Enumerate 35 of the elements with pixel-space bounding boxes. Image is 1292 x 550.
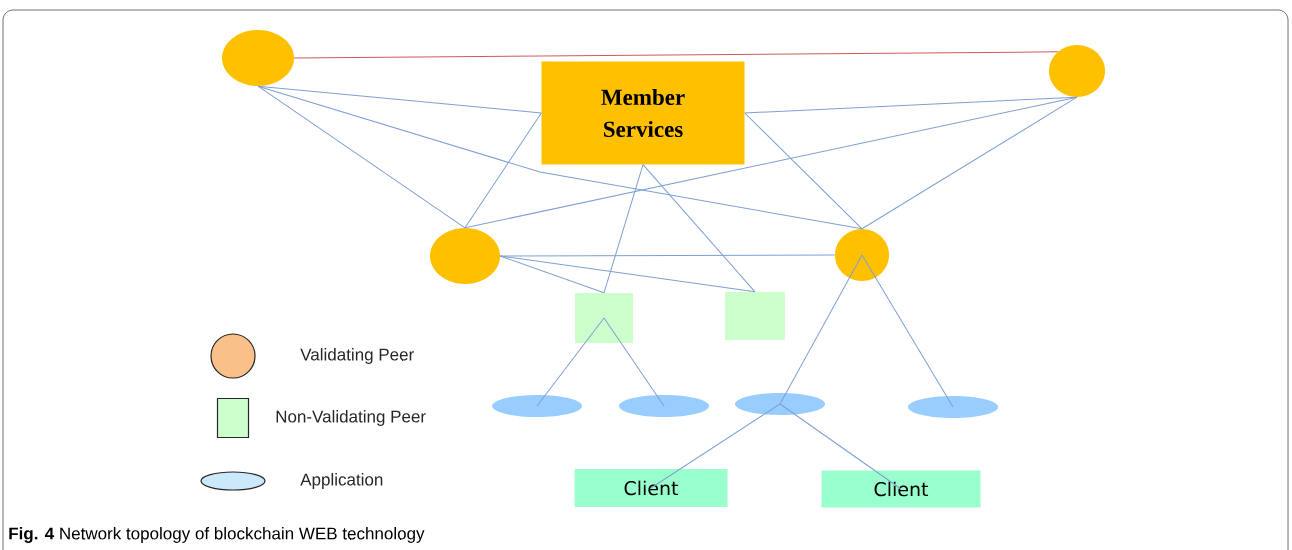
- connector-line: [499, 254, 836, 257]
- peer-circle: [222, 30, 294, 86]
- connector-line: [603, 317, 665, 407]
- connector-line: [464, 112, 542, 229]
- connector-line: [257, 85, 466, 229]
- peer-square: [725, 292, 785, 340]
- legend-label: Application: [300, 473, 383, 489]
- application-ellipse: [908, 396, 998, 418]
- connector-line: [499, 255, 756, 293]
- connector-line: [499, 255, 605, 294]
- application-ellipse: [492, 395, 582, 417]
- peer-circle: [835, 229, 889, 281]
- peer-circle: [430, 228, 500, 284]
- connector-line: [779, 403, 902, 490]
- service-box: Member Services: [541, 61, 745, 165]
- connector-line: [744, 112, 863, 230]
- connector-line: [642, 164, 756, 293]
- legend-label: Non-Validating Peer: [276, 410, 426, 426]
- connector-line: [536, 317, 605, 407]
- connector-line: [779, 254, 863, 405]
- client-box: Client: [821, 470, 981, 508]
- legend-label: Validating Peer: [300, 348, 414, 364]
- connector-line: [861, 96, 1078, 230]
- peer-square: [575, 293, 633, 343]
- figure-caption: Fig. 4 Network topology of blockchain WEB technology: [9, 527, 425, 543]
- application-ellipse: [619, 395, 709, 417]
- connector-line: [464, 96, 1078, 229]
- peer-circle: [1049, 45, 1105, 97]
- connector-line: [861, 254, 954, 408]
- client-box: Client: [574, 469, 728, 507]
- connector-line: [603, 164, 644, 294]
- connector-line: [650, 403, 781, 489]
- connector-line: [257, 85, 863, 230]
- application-ellipse: [735, 393, 825, 415]
- connector-line: [293, 51, 1059, 59]
